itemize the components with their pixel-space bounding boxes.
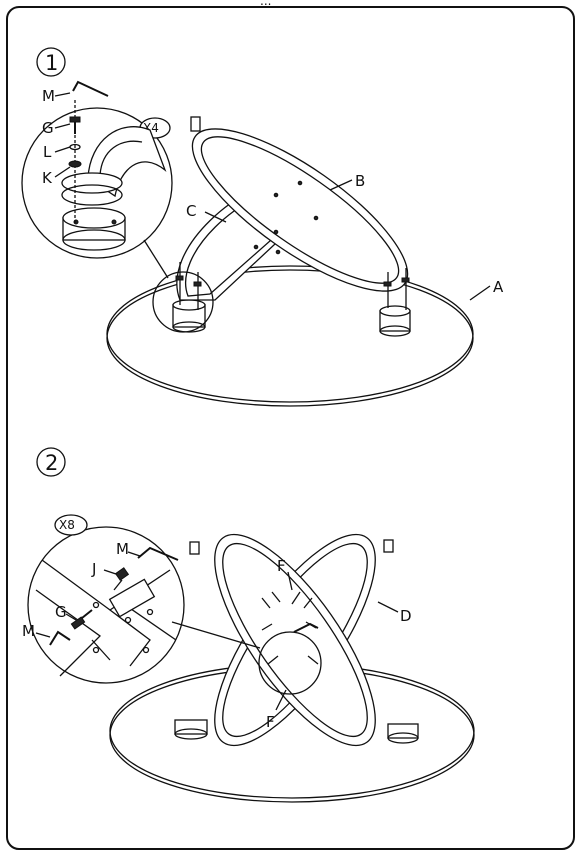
label-f-bottom: F (266, 713, 275, 731)
ring-top-cap-right (383, 539, 394, 553)
allen-key-m-top (137, 546, 179, 561)
detail-circle-step2 (27, 526, 185, 684)
frame-bolts (253, 180, 319, 255)
label-m-step1: M (42, 87, 55, 105)
foot-screws (175, 262, 410, 310)
frame-ring-b (190, 116, 409, 292)
foot-left-step2 (174, 719, 208, 740)
step-2-number: 2 (45, 451, 58, 475)
allen-key-m-bottom (49, 630, 71, 646)
frame-ring-cross (214, 533, 376, 747)
label-b: B (355, 172, 365, 190)
step-2: 2 (22, 447, 475, 803)
label-m-bottom: M (22, 622, 35, 640)
step-1-number-circle (36, 47, 66, 77)
bolt-g-step1 (69, 116, 81, 134)
page-frame (6, 6, 575, 850)
detail-target-circle-step1 (152, 271, 214, 333)
washer-k-step1 (68, 160, 82, 168)
detail-connector-step2 (171, 621, 261, 649)
label-l-step1: L (43, 143, 52, 161)
bolt-g-step2 (70, 609, 93, 630)
detail-target-circle-step2 (258, 631, 322, 695)
table-top-a-edge (106, 265, 474, 403)
label-j: J (91, 560, 96, 578)
ring-top-cap-left (189, 541, 200, 555)
leader-f-bottom (275, 689, 287, 711)
step-2-number-circle (36, 447, 66, 477)
leader-m-step1 (54, 92, 71, 97)
qty-badge-step2: X8 (59, 518, 75, 532)
label-a: A (493, 278, 504, 296)
foot-right (379, 305, 411, 337)
leader-g-step2 (65, 613, 77, 621)
qty-badge-step2-outline (54, 514, 88, 536)
allen-key-m-step1 (72, 80, 109, 97)
foot-right-step2 (387, 723, 419, 744)
leader-c (204, 211, 227, 223)
step-1: 1 A (21, 47, 504, 407)
label-g-step2: G (55, 603, 67, 621)
leader-m-top (127, 551, 141, 557)
detail-plate (61, 172, 123, 206)
detail-foot (62, 207, 126, 251)
insert-j (113, 567, 130, 591)
leader-l-step1 (54, 146, 71, 153)
leader-b (329, 179, 353, 191)
label-g-step1: G (42, 119, 54, 137)
label-f-top: F (277, 557, 286, 575)
leader-d (377, 601, 399, 613)
center-screws (261, 591, 319, 665)
step-1-number: 1 (45, 51, 58, 75)
label-d: D (400, 607, 412, 625)
label-k-step1: K (42, 169, 53, 187)
leader-k-step1 (54, 166, 71, 178)
label-m-top: M (116, 540, 129, 558)
header-fragment: ... (260, 0, 271, 8)
label-c: C (186, 202, 196, 220)
detail-connector-step1 (143, 239, 169, 279)
leader-f-top (287, 571, 293, 591)
table-top-a (106, 269, 474, 407)
leader-j (103, 569, 117, 575)
detail-cross-joint (35, 559, 177, 677)
leader-g-step1 (54, 123, 71, 129)
leader-m-bottom (35, 632, 51, 638)
leader-a (469, 285, 491, 301)
